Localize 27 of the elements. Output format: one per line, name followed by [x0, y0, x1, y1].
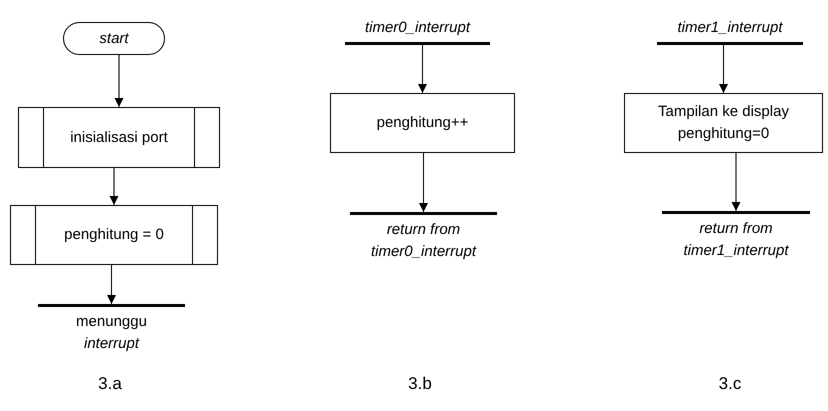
process-box	[624, 93, 823, 153]
figure-label: 3.a	[98, 374, 122, 394]
node-text: return from timer0_interrupt	[370, 220, 478, 262]
node-text: return from timer1_interrupt	[682, 219, 790, 261]
terminal-shape	[63, 22, 165, 55]
predefined-process-box	[18, 107, 220, 168]
arrow	[110, 168, 118, 206]
node-text: menunggu interrupt	[75, 312, 148, 354]
figure-label: 3.c	[718, 374, 742, 394]
arrow	[418, 44, 427, 94]
arrow	[719, 44, 728, 94]
node-text: timer0_interrupt	[364, 18, 470, 38]
node-text: timer1_interrupt	[677, 18, 783, 38]
arrow	[732, 152, 740, 212]
figure-label: 3.b	[408, 374, 432, 394]
process-box	[330, 93, 515, 153]
arrow	[419, 152, 428, 212]
predefined-process-box	[10, 205, 218, 265]
arrow	[114, 54, 124, 108]
arrow	[107, 264, 116, 304]
node-text: start	[98, 28, 130, 48]
node-text: Tampilan ke display	[657, 102, 790, 122]
node-text: penghitung=0	[676, 124, 770, 144]
node-text: penghitung = 0	[63, 225, 165, 245]
node-text: penghitung++	[376, 113, 470, 133]
connector-bar	[38, 304, 185, 354]
node-text: inisialisasi port	[69, 128, 169, 148]
